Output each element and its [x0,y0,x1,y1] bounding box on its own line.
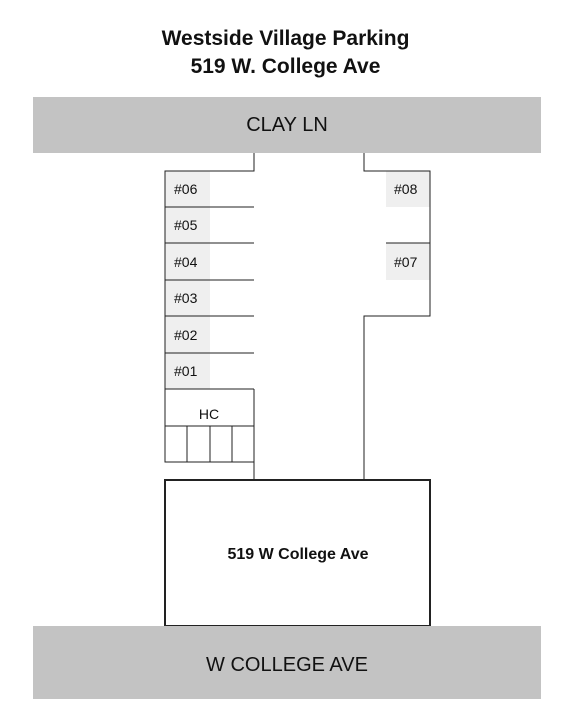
stall-05-label: #05 [174,217,198,233]
page-title-address: 519 W. College Ave [190,55,381,78]
building-label: 519 W College Ave [227,546,368,563]
stall-04-bg [165,243,210,280]
left-stall-label-backgrounds [165,171,210,389]
stall-05-bg [165,207,210,243]
stall-04-label: #04 [174,254,198,270]
stall-02-label: #02 [174,327,198,343]
stall-01-bg [165,353,210,389]
page-title-name: Westside Village Parking [161,27,410,50]
stall-06-bg [165,171,210,207]
handicap-label: HC [199,406,219,422]
street-clay-ln: CLAY LN [33,97,541,153]
stall-08-label: #08 [394,181,418,197]
stall-08-bg [386,171,430,207]
stall-03-bg [165,280,210,316]
right-stall-label-backgrounds [386,171,430,280]
stall-07-bg [386,243,430,280]
stall-06-label: #06 [174,181,198,197]
stall-02-bg [165,316,210,353]
street-w-college-ave: W COLLEGE AVE [33,626,541,699]
stall-01-label: #01 [174,363,198,379]
lot-lines [164,153,431,627]
stall-07-label: #07 [394,254,418,270]
stall-03-label: #03 [174,290,198,306]
